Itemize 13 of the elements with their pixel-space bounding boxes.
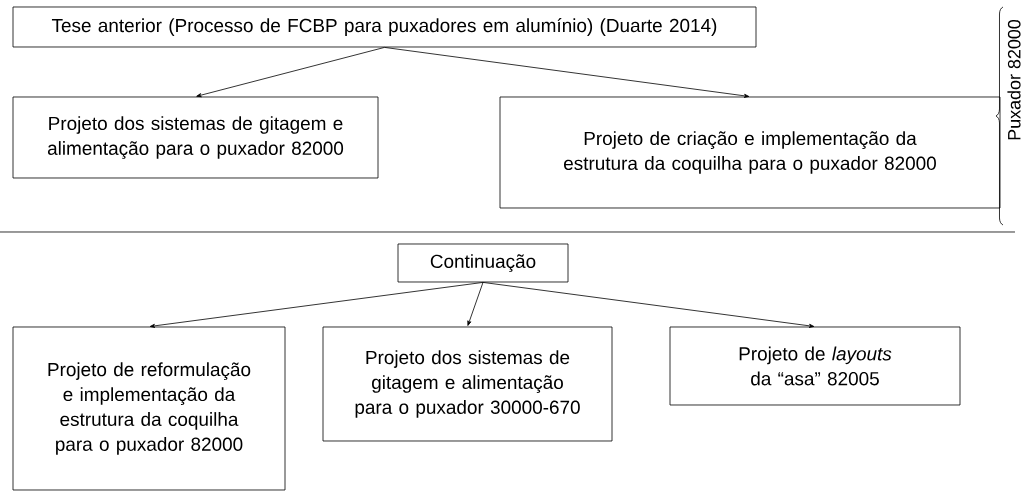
- process-box: Projeto de criação e implementação da estrutura da coquilha para o puxador 82000: [499, 96, 1001, 209]
- process-box: Projeto dos sistemas de gitagem e alimentação para o puxador 30000-670: [322, 326, 613, 442]
- arrow: [384, 47, 750, 98]
- arrow: [482, 282, 815, 328]
- side-label: Puxador 82000: [1007, 19, 1021, 140]
- arrow: [196, 47, 385, 98]
- arrow: [467, 282, 484, 326]
- process-box: Projeto de layouts da “asa” 82005: [669, 326, 961, 406]
- process-box: Projeto de reformulação e implementação da estrutura da coquilha para o puxador 82000: [12, 326, 286, 491]
- process-box: Continuação: [397, 243, 569, 283]
- process-box: Projeto dos sistemas de gitagem e alimentação para o puxador 82000: [12, 96, 379, 179]
- process-box: Tese anterior (Processo de FCBP para puxadores em alumínio) (Duarte 2014): [12, 6, 757, 48]
- arrow: [149, 282, 484, 328]
